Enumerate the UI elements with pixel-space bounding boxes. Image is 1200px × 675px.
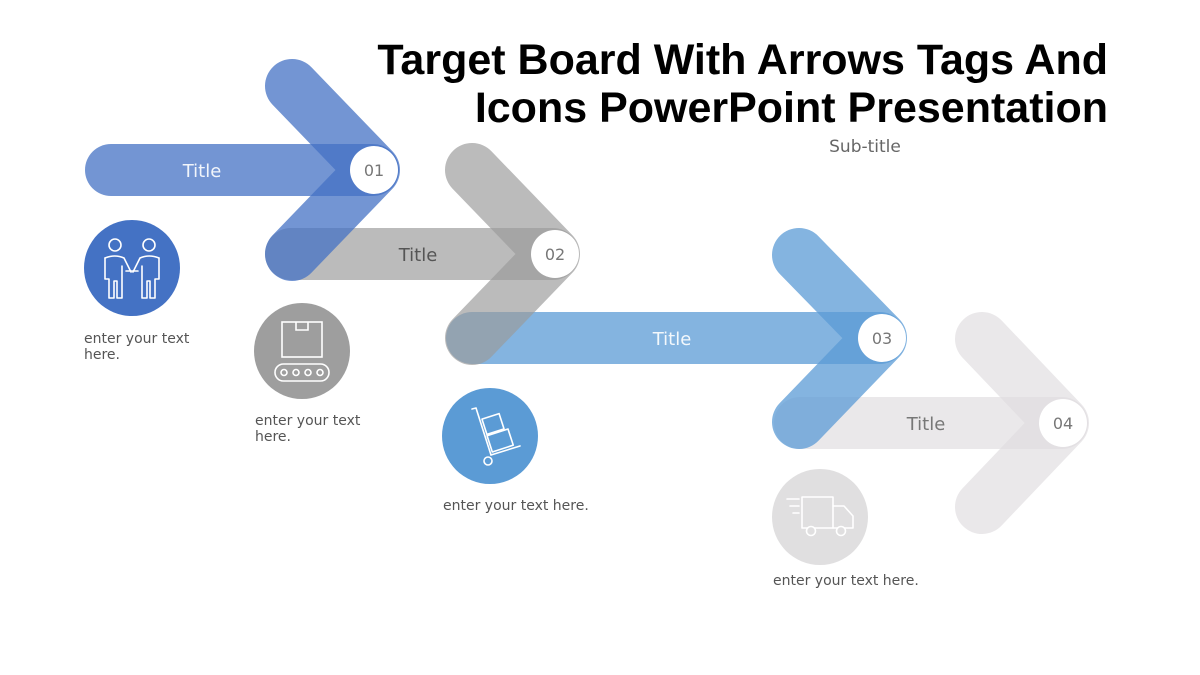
title-line-2: Icons PowerPoint Presentation: [474, 84, 1108, 132]
number-02: 02: [545, 245, 565, 264]
number-04: 04: [1053, 414, 1073, 433]
number-badge-03: 03: [858, 314, 906, 362]
step-02-text: enter your text here.: [255, 413, 361, 445]
title-line-1: Target Board With Arrows Tags And: [377, 36, 1108, 84]
number-badge-01: 01: [350, 146, 398, 194]
page-title: Target Board With Arrows Tags And Icons …: [248, 36, 1108, 132]
hand-truck-icon: [442, 388, 538, 484]
number-badge-02: 02: [531, 230, 579, 278]
arrow-03-title: Title: [652, 329, 692, 350]
step-01-text: enter your text here.: [84, 331, 190, 363]
number-03: 03: [872, 329, 892, 348]
handshake-people-icon: [84, 220, 180, 316]
step-03-text: enter your text here.: [443, 498, 589, 514]
arrow-02-title: Title: [398, 245, 438, 266]
arrow-01-title: Title: [182, 161, 222, 182]
number-01: 01: [364, 161, 384, 180]
page-subtitle: Sub-title: [829, 137, 901, 157]
box-conveyor-icon: [254, 303, 350, 399]
number-badge-04: 04: [1039, 399, 1087, 447]
delivery-truck-icon: [772, 469, 868, 565]
arrow-04-title: Title: [906, 414, 946, 435]
step-04-text: enter your text here.: [773, 573, 919, 589]
